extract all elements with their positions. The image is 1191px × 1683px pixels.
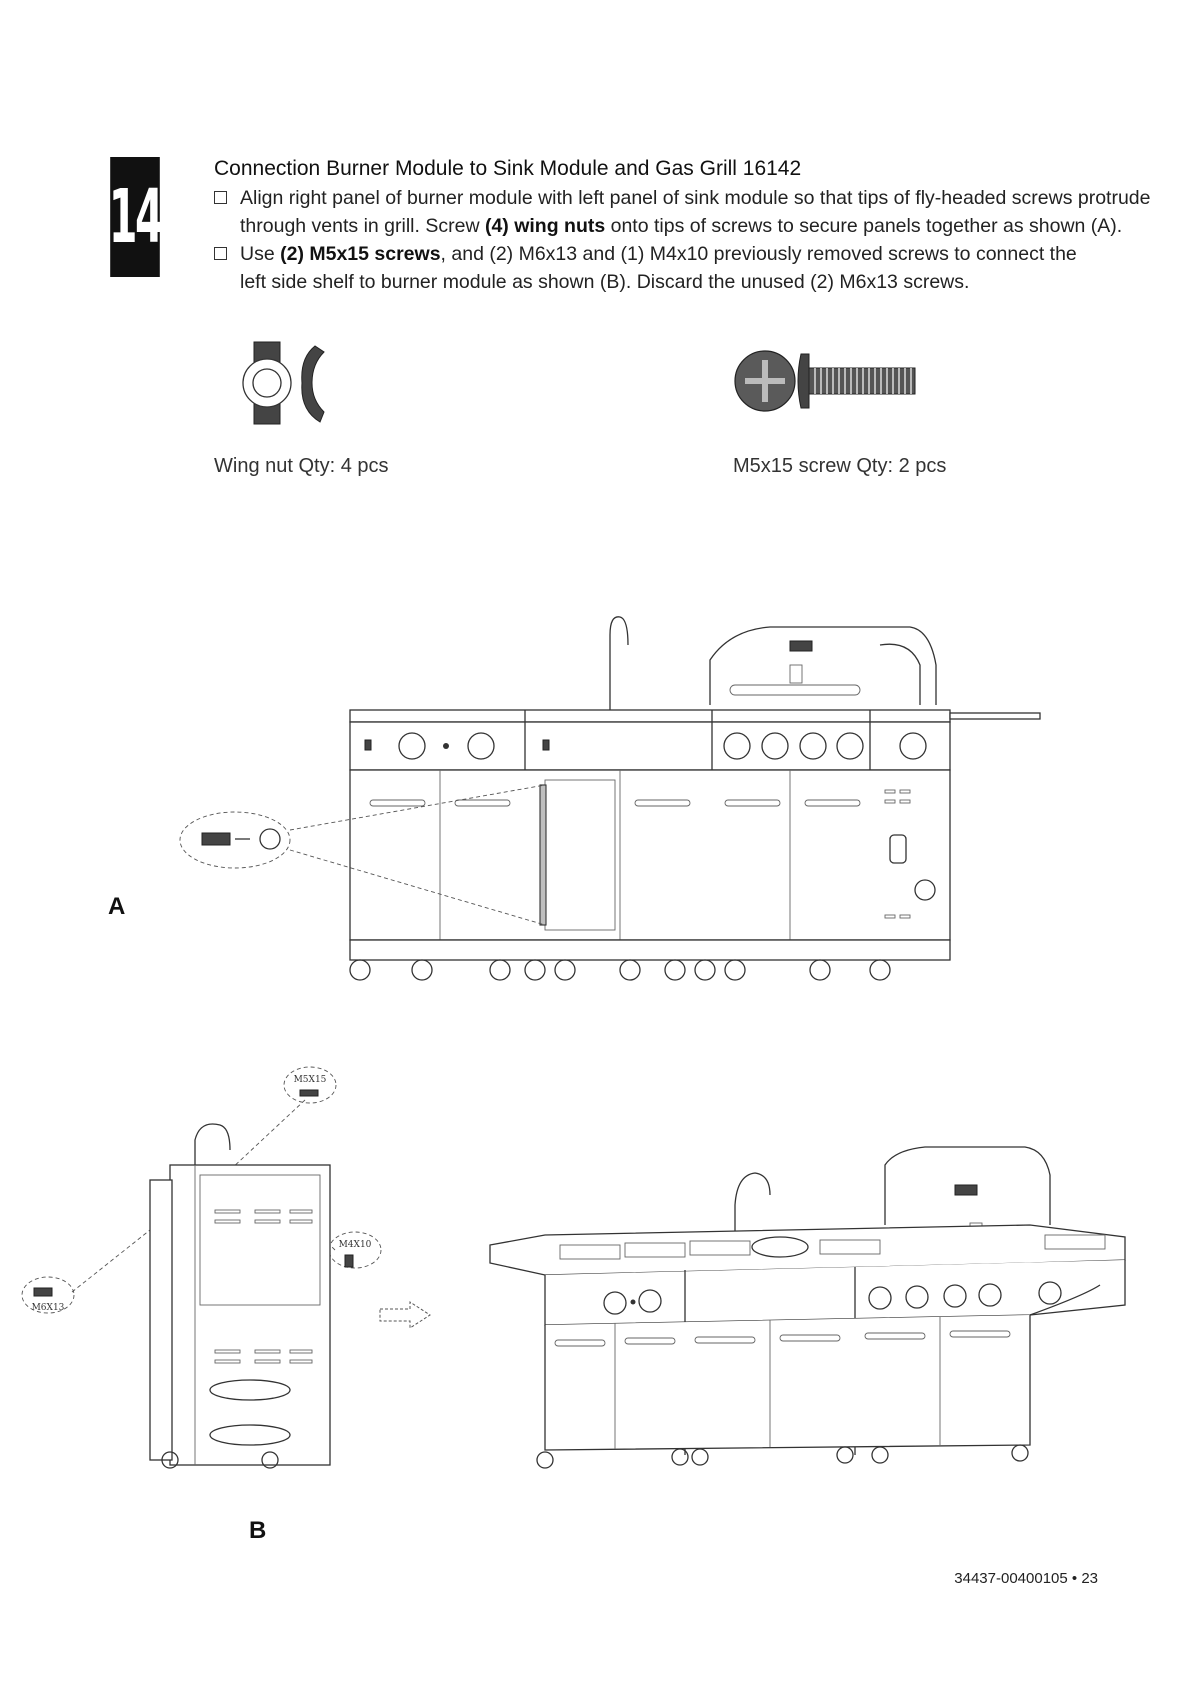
arrow-right-icon	[379, 1301, 431, 1329]
figure-b-letter: B	[249, 1517, 267, 1544]
page-footer-code: 34437-00400105 • 23	[954, 1570, 1098, 1587]
callout-m5x15: M5X15	[294, 1075, 327, 1085]
callout-m4x10: M4X10	[339, 1240, 372, 1250]
figure-a-letter: A	[108, 893, 126, 920]
figure-b-assembled-illustration	[489, 1146, 1126, 1469]
checkbox-icon	[214, 191, 227, 204]
instruction-bullet-1: Align right panel of burner module with …	[214, 184, 1174, 240]
step-heading: Connection Burner Module to Sink Module …	[214, 157, 802, 180]
instruction-bullet-2: Use (2) M5x15 screws, and (2) M6x13 and …	[214, 240, 1174, 296]
figure-b-side-shelf-illustration: M5X15 M4X10 M6X13	[21, 1066, 382, 1469]
wing-nut-qty-label: Wing nut Qty: 4 pcs	[214, 455, 389, 477]
callout-m6x13: M6X13	[32, 1303, 65, 1313]
step-number-badge: 14	[109, 157, 164, 277]
checkbox-icon	[214, 247, 227, 260]
figure-a-kitchen-illustration	[179, 616, 1041, 981]
instructions-block: Connection Burner Module to Sink Module …	[214, 154, 1174, 296]
wing-nut-icon	[242, 341, 325, 425]
screw-qty-label: M5x15 screw Qty: 2 pcs	[733, 455, 947, 477]
screw-icon	[734, 350, 916, 412]
